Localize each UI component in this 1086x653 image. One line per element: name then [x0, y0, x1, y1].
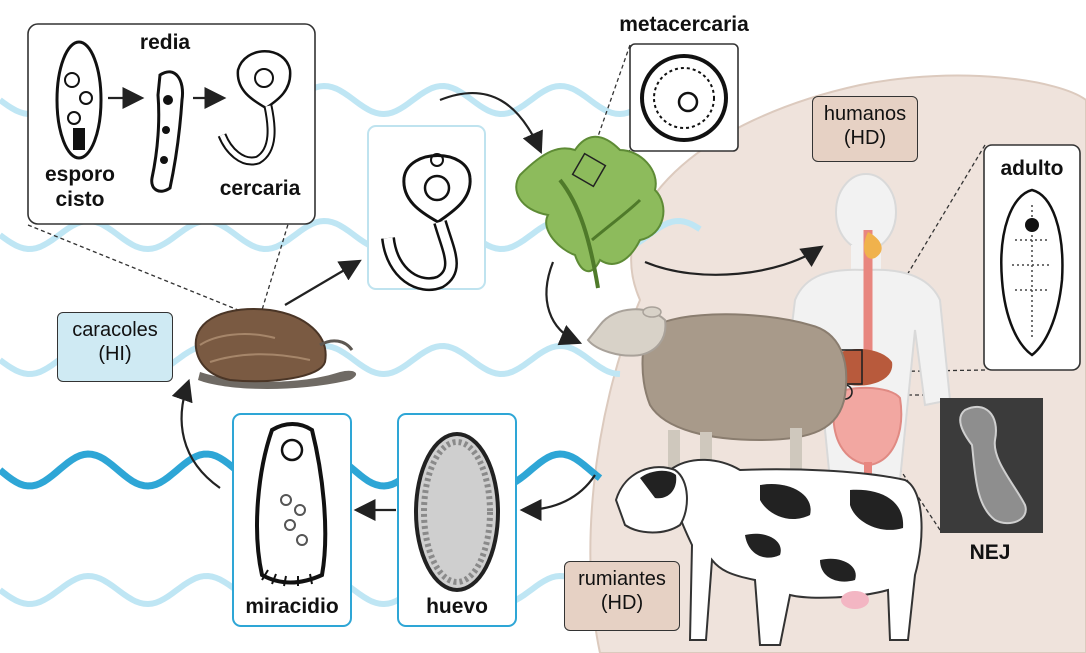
label-cercaria: cercaria	[205, 176, 315, 201]
egg-icon	[416, 434, 498, 590]
label-miracidio: miracidio	[233, 594, 351, 619]
label-nej: NEJ	[960, 540, 1020, 565]
arrow-snail-to-cercaria	[285, 262, 358, 305]
label-esporocisto: esporo cisto	[40, 162, 120, 212]
host-rumiantes: rumiantes (HD)	[564, 561, 680, 631]
sporocyst-icon	[57, 42, 101, 158]
arrow-cow-to-egg	[524, 475, 595, 510]
metacercaria-icon	[642, 56, 726, 140]
label-huevo: huevo	[398, 594, 516, 619]
label-metacercaria: metacercaria	[608, 12, 760, 37]
host-caracoles: caracoles (HI)	[57, 312, 173, 382]
host-humanos: humanos (HD)	[812, 96, 918, 162]
label-adulto: adulto	[986, 156, 1078, 181]
arrow-miracidium-to-snail	[182, 383, 220, 488]
miracidium-icon	[257, 424, 325, 586]
arrow-plant-to-sheep	[546, 262, 578, 342]
label-redia: redia	[130, 30, 200, 55]
